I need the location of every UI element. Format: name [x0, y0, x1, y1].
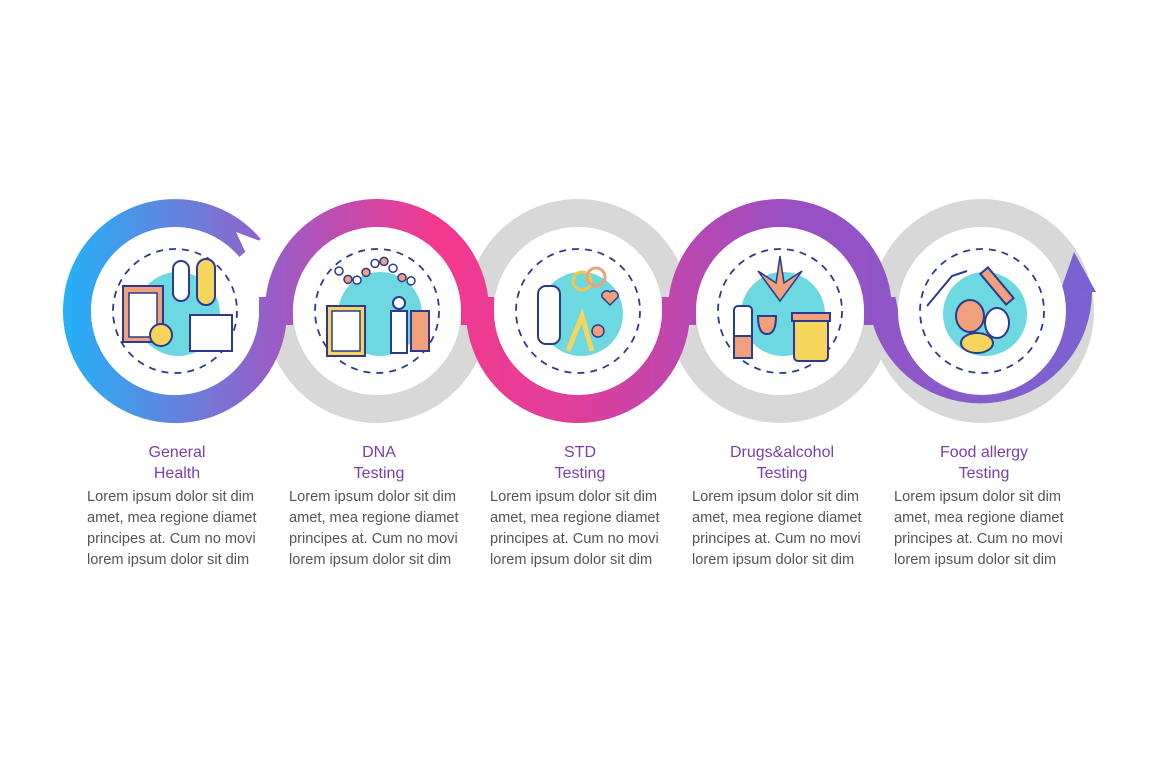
description-line: Lorem ipsum dolor sit dim — [894, 489, 1062, 505]
description-line: lorem ipsum dolor sit dim — [894, 552, 1057, 568]
description-line: principes at. Cum no movi — [692, 531, 861, 547]
medical-checkup-icon — [91, 227, 259, 395]
step-description: Lorem ipsum dolor sit dim amet, mea regio… — [87, 487, 277, 571]
description-line: principes at. Cum no movi — [87, 531, 256, 547]
step-2: DNA Testing Lorem ipsum dolor sit dim amet… — [289, 442, 479, 571]
step-title-line: Drugs&alcohol — [729, 444, 835, 461]
start-notch — [236, 232, 268, 262]
step-3: STD Testing Lorem ipsum dolor sit dim amet… — [490, 442, 680, 571]
description-line: principes at. Cum no movi — [289, 531, 458, 547]
step-title: STD Testing — [490, 442, 670, 484]
step-title-line: Food allergy — [939, 444, 1029, 461]
step-title-line: Testing — [958, 465, 1010, 482]
description-line: Lorem ipsum dolor sit dim — [692, 489, 860, 505]
description-line: Lorem ipsum dolor sit dim — [490, 489, 658, 505]
step-title-line: STD — [564, 444, 596, 461]
food-allergy-icon — [898, 227, 1066, 395]
description-line: Lorem ipsum dolor sit dim — [87, 489, 255, 505]
description-line: principes at. Cum no movi — [490, 531, 659, 547]
description-line: amet, mea regione diamet — [894, 510, 1064, 526]
step-description: Lorem ipsum dolor sit dim amet, mea regio… — [692, 487, 882, 571]
description-line: principes at. Cum no movi — [894, 531, 1063, 547]
description-line: Lorem ipsum dolor sit dim — [289, 489, 457, 505]
description-line: amet, mea regione diamet — [692, 510, 862, 526]
step-title-line: General — [148, 444, 206, 461]
colored-flow-path — [63, 199, 1093, 424]
arrow-head-icon — [1060, 252, 1096, 292]
description-line: amet, mea regione diamet — [490, 510, 660, 526]
step-title-line: DNA — [362, 444, 396, 461]
step-title: DNA Testing — [289, 442, 469, 484]
step-title-line: Testing — [353, 465, 405, 482]
drugs-alcohol-icon — [696, 227, 864, 395]
description-line: lorem ipsum dolor sit dim — [692, 552, 855, 568]
description-line: lorem ipsum dolor sit dim — [289, 552, 452, 568]
step-description: Lorem ipsum dolor sit dim amet, mea regio… — [289, 487, 479, 571]
description-line: lorem ipsum dolor sit dim — [490, 552, 653, 568]
step-title-line: Testing — [554, 465, 606, 482]
std-test-icon — [494, 227, 662, 395]
step-description: Lorem ipsum dolor sit dim amet, mea regio… — [490, 487, 680, 571]
dna-family-icon — [293, 227, 461, 395]
description-line: amet, mea regione diamet — [87, 510, 257, 526]
description-line: lorem ipsum dolor sit dim — [87, 552, 250, 568]
step-description: Lorem ipsum dolor sit dim amet, mea regio… — [894, 487, 1084, 571]
description-line: amet, mea regione diamet — [289, 510, 459, 526]
step-title-line: Health — [153, 465, 201, 482]
step-title-line: Testing — [756, 465, 808, 482]
